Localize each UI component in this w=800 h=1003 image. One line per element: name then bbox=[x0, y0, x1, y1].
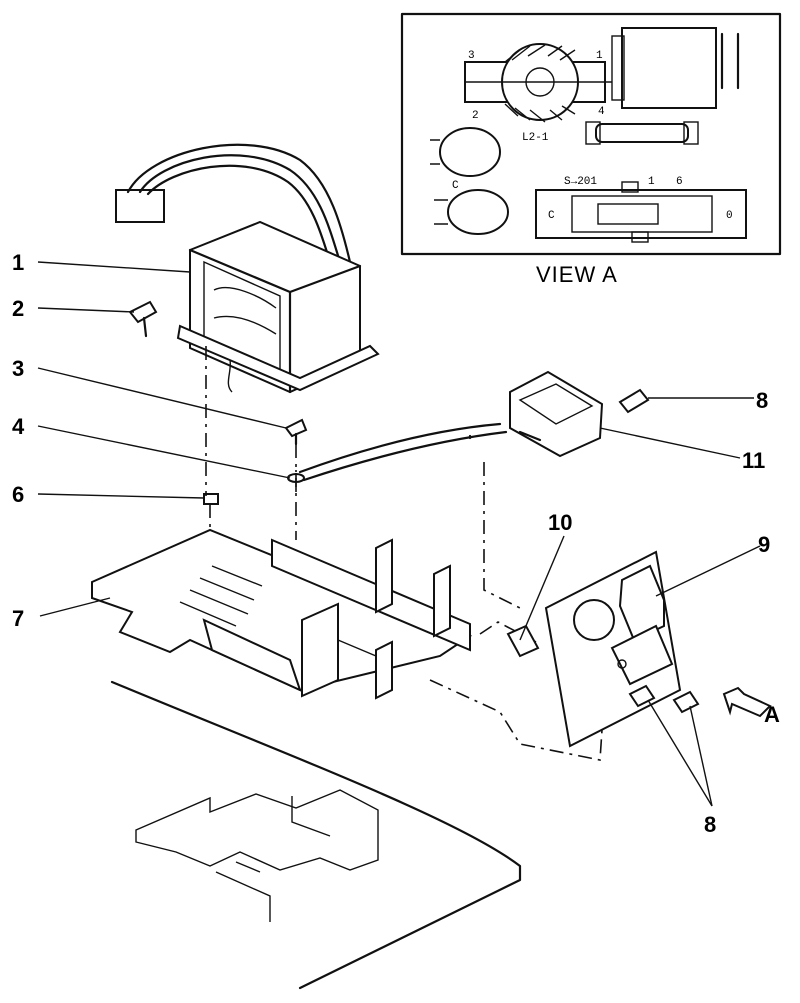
screw-8-top bbox=[618, 388, 650, 414]
screw-2 bbox=[128, 300, 158, 338]
capacitor-c201 bbox=[611, 27, 740, 109]
callout-8-bottom: 8 bbox=[704, 812, 716, 837]
callout-10: 10 bbox=[548, 510, 572, 535]
callout-6: 6 bbox=[12, 482, 24, 507]
transformer bbox=[176, 220, 380, 394]
callout-8-top: 8 bbox=[756, 388, 768, 413]
disc-capacitor-lower bbox=[434, 189, 509, 235]
label-c-left: C bbox=[548, 210, 555, 222]
label-0: 0 bbox=[726, 210, 733, 222]
label-c-mid: C bbox=[452, 180, 459, 192]
callout-1: 1 bbox=[12, 250, 24, 275]
leader-lines bbox=[37, 261, 761, 807]
view-a-inset: L2-1 S→201 C C 0 6 1 3 2 1 4 VIEW A bbox=[400, 12, 782, 287]
label-1: 1 bbox=[648, 176, 655, 188]
mounting-bracket bbox=[271, 538, 471, 700]
label-4: 4 bbox=[598, 106, 605, 118]
label-3: 3 bbox=[468, 50, 475, 62]
label-2: 2 bbox=[472, 110, 479, 122]
toroid-coil bbox=[464, 43, 612, 123]
cabinet-outline bbox=[110, 680, 522, 990]
callout-9: 9 bbox=[758, 532, 770, 557]
label-l2-1: L2-1 bbox=[522, 132, 549, 144]
harness-connector bbox=[115, 189, 165, 223]
view-a-arrow bbox=[722, 686, 772, 718]
screw-3 bbox=[284, 418, 308, 446]
view-a-title: VIEW A bbox=[536, 262, 618, 287]
standoff-10 bbox=[506, 624, 540, 658]
ac-inlet-11 bbox=[298, 370, 604, 482]
label-sw201: S→201 bbox=[564, 176, 597, 188]
resistor bbox=[585, 121, 699, 145]
callout-4: 4 bbox=[12, 414, 25, 439]
callout-11: 11 bbox=[742, 448, 765, 473]
callout-3: 3 bbox=[12, 356, 24, 381]
callout-7: 7 bbox=[12, 606, 24, 631]
wire-harness bbox=[115, 143, 352, 264]
switch-s201 bbox=[535, 181, 747, 243]
callout-numbers: 1 2 3 4 6 7 8 11 10 9 8 A bbox=[12, 250, 780, 837]
label-1b: 1 bbox=[596, 50, 603, 62]
screw-6 bbox=[203, 493, 219, 505]
arrow-label-a: A bbox=[764, 702, 780, 727]
pcb-board-9 bbox=[544, 550, 682, 748]
label-6: 6 bbox=[676, 176, 683, 188]
callout-2: 2 bbox=[12, 296, 24, 321]
view-a-frame bbox=[400, 12, 782, 256]
disc-capacitor-upper bbox=[430, 127, 501, 177]
